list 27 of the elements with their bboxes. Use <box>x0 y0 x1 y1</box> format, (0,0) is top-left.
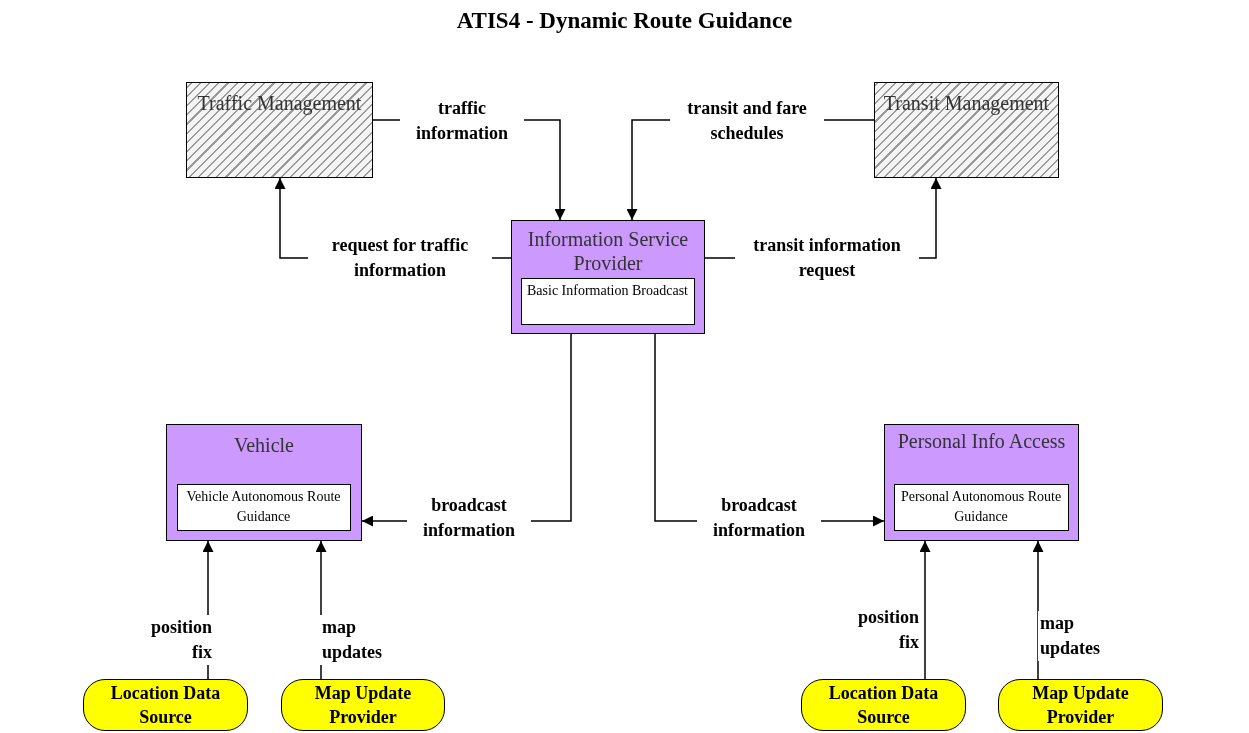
terminator-box <box>998 679 1163 731</box>
node-label: Map Update Provider <box>1031 682 1130 729</box>
subsystem-box <box>166 424 362 541</box>
arrow <box>919 540 931 680</box>
subsystem-box <box>511 220 705 334</box>
node-label: Personal Info Access <box>896 429 1067 453</box>
external-system-box <box>874 82 1059 178</box>
terminator-box <box>801 679 966 731</box>
diagram-title: ATIS4 - Dynamic Route Guidance <box>455 8 794 34</box>
external-system-box <box>186 82 373 178</box>
node-label: Vehicle Autonomous Route Guidance <box>185 487 342 526</box>
node-label: Information Service Provider <box>526 227 690 275</box>
subsystem-box <box>884 424 1079 541</box>
node-label: Map Update Provider <box>313 682 413 729</box>
node-label: Traffic Management <box>196 91 363 115</box>
node-label: Vehicle <box>233 433 295 457</box>
equipment-package-box <box>176 483 351 531</box>
equipment-package-box <box>893 483 1069 531</box>
node-label: Basic Information Broadcast <box>526 281 689 300</box>
node-label: Location Data Source <box>827 682 940 729</box>
terminator-box <box>281 679 445 731</box>
equipment-package-box <box>520 277 695 325</box>
node-label: Location Data Source <box>109 682 222 729</box>
arrow <box>1032 540 1044 680</box>
terminator-box <box>83 679 248 731</box>
node-label: Transit Management <box>882 91 1051 115</box>
node-label: Personal Autonomous Route Guidance <box>899 487 1063 526</box>
